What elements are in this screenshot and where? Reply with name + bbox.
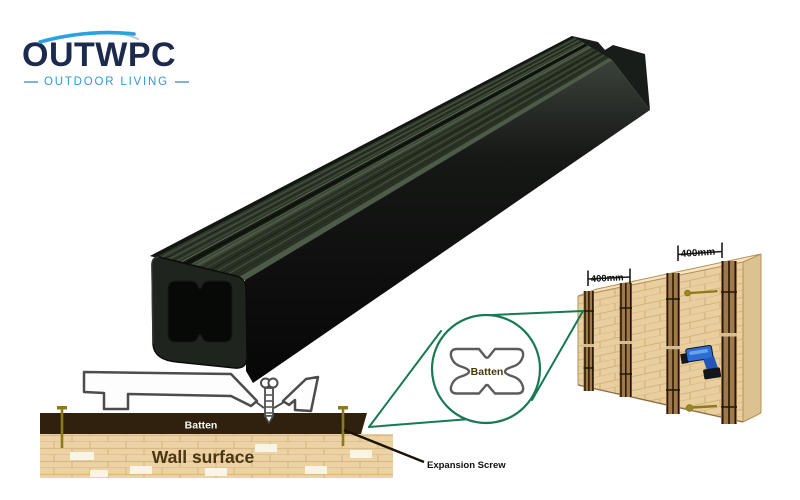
wall-batten-3	[666, 273, 680, 414]
spacing-label-1: 400mm	[591, 272, 624, 285]
expansion-screw-callout-line	[343, 428, 425, 464]
logo: OUTWPC OUTDOOR LIVING	[22, 18, 222, 98]
wall-batten-1	[583, 291, 594, 391]
installation-wall-diagram: 400mm 400mm	[577, 242, 762, 424]
batten-profile-glyph	[449, 347, 525, 395]
logo-tagline: OUTDOOR LIVING	[44, 76, 169, 88]
keel-hollow-core	[167, 280, 233, 343]
dimension-bracket-1: 400mm	[587, 268, 631, 286]
cladding-board-left	[82, 370, 259, 411]
wall-batten-4	[721, 261, 737, 424]
wall-screw-top	[684, 289, 718, 297]
batten-bar-label: Batten	[185, 420, 218, 432]
wall-surface-label: Wall surface	[152, 447, 255, 467]
wall-batten-2	[619, 283, 632, 397]
tagline-dash-left	[24, 81, 38, 83]
wall-bottom-edge	[577, 384, 744, 423]
tagline-dash-right	[174, 81, 189, 83]
spacing-label-2: 400mm	[680, 247, 715, 260]
expansion-screw-right	[338, 406, 348, 446]
keel-side-face	[245, 60, 650, 383]
callout-batten-label: Batten	[471, 366, 504, 378]
logo-swoosh-icon	[38, 30, 139, 44]
batten-profile-callout: Batten	[430, 313, 542, 425]
logo-brand: OUTWPC	[22, 36, 177, 74]
wall-side-face	[743, 254, 761, 422]
expansion-screw-left	[57, 406, 67, 448]
wall-screw-bottom	[685, 404, 718, 412]
dimension-bracket-2: 400mm	[677, 242, 723, 261]
expansion-screw-label: Expansion Screw	[427, 460, 506, 471]
joint-screw	[260, 377, 279, 425]
cladding-board-right	[281, 375, 320, 413]
wall-batten-strips	[583, 261, 737, 424]
light-bricks	[70, 444, 372, 477]
drill-icon	[680, 344, 722, 380]
cross-section-diagram: Batten Wall surface Expansion Screw	[40, 370, 506, 478]
logo-tagline-row: OUTDOOR LIVING	[24, 76, 222, 88]
keel-brushed-texture	[159, 37, 607, 278]
callout-connector-lines	[368, 310, 584, 428]
batten-bar	[40, 413, 367, 434]
keel-far-end-cap	[572, 36, 650, 110]
wpc-keel-product-photo	[150, 36, 650, 383]
cladding-profile-drawing	[82, 370, 320, 413]
